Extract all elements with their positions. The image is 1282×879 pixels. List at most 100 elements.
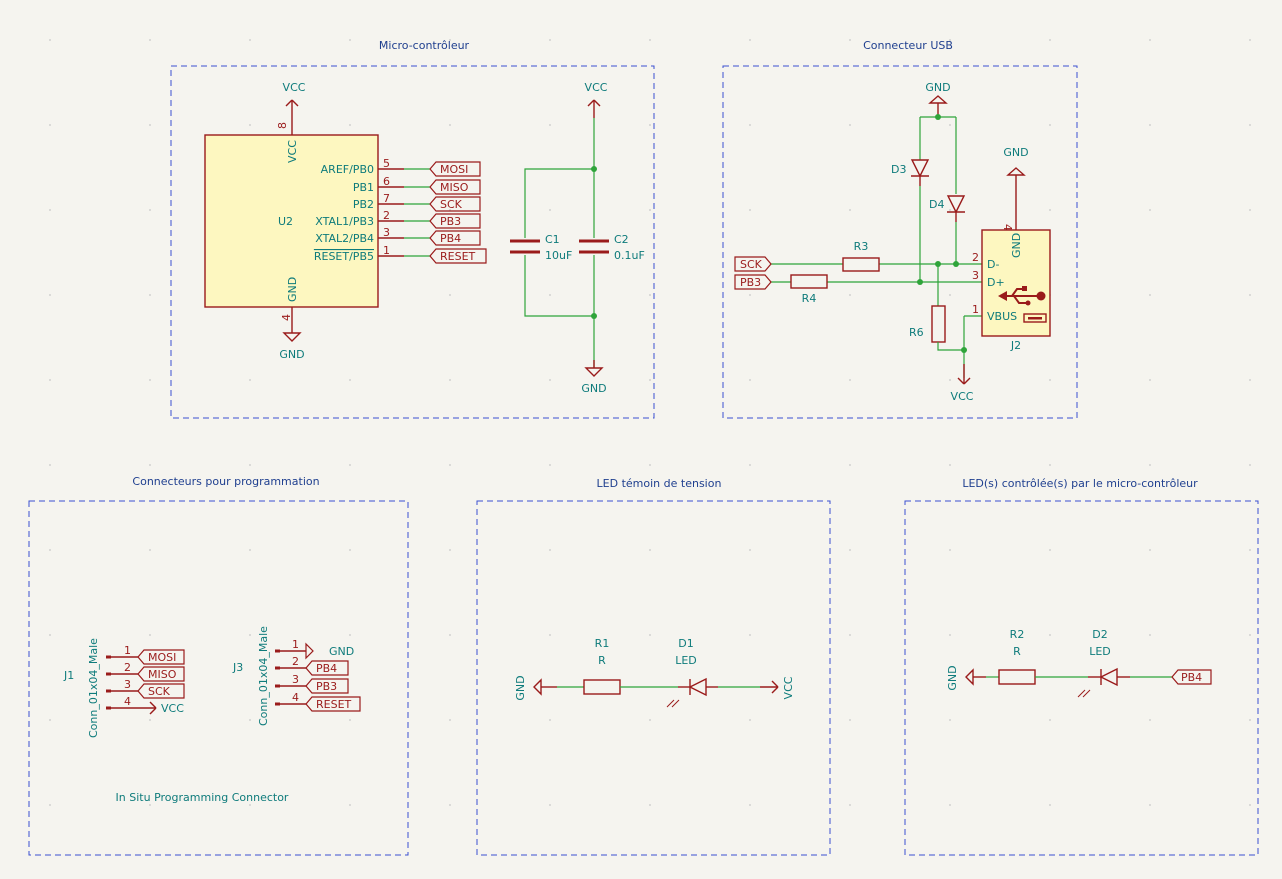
- svg-text:R: R: [598, 654, 606, 667]
- svg-text:VCC: VCC: [161, 702, 184, 715]
- mcu-vcc-pin-name: VCC: [286, 140, 299, 163]
- j3-ref: J3: [232, 661, 243, 674]
- svg-text:PB4: PB4: [1181, 671, 1202, 684]
- mcu-pin-num: 7: [383, 192, 390, 205]
- mcu-pin-4[interactable]: XTAL1/PB3 2 PB3: [315, 209, 481, 229]
- svg-text:3: 3: [124, 678, 131, 691]
- mcu-pin-num: 3: [383, 226, 390, 239]
- svg-text:3: 3: [292, 673, 299, 686]
- frame-prog: [28, 500, 409, 856]
- led-d2[interactable]: D2 LED: [1077, 628, 1130, 698]
- mcu-pin-name: XTAL1/PB3: [315, 215, 374, 228]
- diode-d4[interactable]: D4: [929, 195, 966, 222]
- title-led-power: LED témoin de tension: [597, 477, 722, 490]
- svg-text:PB3: PB3: [740, 276, 761, 289]
- resistor-r1[interactable]: R1 R: [583, 637, 621, 695]
- j1-ref: J1: [63, 669, 74, 682]
- prog-note: In Situ Programming Connector: [116, 791, 289, 804]
- mcu-pin-name: AREF/PB0: [321, 163, 374, 176]
- svg-text:R1: R1: [595, 637, 610, 650]
- svg-text:2: 2: [292, 655, 299, 668]
- d3-ref: D3: [891, 163, 906, 176]
- led-power-vcc: VCC: [782, 676, 795, 699]
- grid: [49, 39, 1251, 806]
- title-usb: Connecteur USB: [863, 39, 953, 52]
- j3-value: Conn_01x04_Male: [257, 626, 270, 726]
- c2-value: 0.1uF: [614, 249, 645, 262]
- frame-usb: [722, 65, 1078, 419]
- svg-text:PB3: PB3: [316, 680, 337, 693]
- usb-vcc-label: VCC: [951, 390, 974, 403]
- usb-connector-j2[interactable]: 2 D- 3 D+ 1 VBUS 4 GND J2: [972, 224, 1051, 352]
- j2-pin3-name: D+: [987, 276, 1005, 289]
- svg-text:MOSI: MOSI: [148, 651, 176, 664]
- j2-pin4-num: 4: [1001, 224, 1014, 231]
- mcu-gnd-label: GND: [279, 348, 304, 361]
- frame-led-mcu: [904, 500, 1259, 856]
- r4-ref: R4: [802, 292, 817, 305]
- decoupling-caps: VCC C1 10uF C2 0.1uF GND: [510, 81, 645, 395]
- j2-pin1-num: 1: [972, 303, 979, 316]
- label-pb4-led[interactable]: PB4: [1171, 669, 1212, 685]
- mcu-ref: U2: [278, 215, 293, 228]
- mcu-gnd-pin-num: 4: [280, 314, 293, 321]
- caps-vcc-label: VCC: [585, 81, 608, 94]
- frame-led-power: [476, 500, 831, 856]
- j2-pin2-num: 2: [972, 251, 979, 264]
- resistor-r2[interactable]: R2 R: [998, 628, 1036, 685]
- svg-text:1: 1: [292, 638, 299, 651]
- title-mcu: Micro-contrôleur: [379, 39, 470, 52]
- svg-text:D2: D2: [1092, 628, 1107, 641]
- svg-text:RESET: RESET: [440, 250, 476, 263]
- net-label-miso[interactable]: MISO: [429, 179, 481, 195]
- label-sck-usb[interactable]: SCK: [734, 256, 772, 272]
- j2-pin2-name: D-: [987, 258, 999, 271]
- led-d1[interactable]: D1 LED: [666, 637, 718, 708]
- c1-value: 10uF: [545, 249, 572, 262]
- svg-text:RESET: RESET: [316, 698, 352, 711]
- svg-text:D1: D1: [678, 637, 693, 650]
- svg-text:4: 4: [292, 691, 299, 704]
- resistor-r4[interactable]: R4: [790, 274, 828, 305]
- svg-text:2: 2: [124, 661, 131, 674]
- mcu-pin-3[interactable]: PB2 7 SCK: [353, 192, 481, 212]
- svg-text:R2: R2: [1010, 628, 1025, 641]
- label-pb3-usb[interactable]: PB3: [734, 274, 772, 290]
- resistor-r3[interactable]: R3: [842, 240, 880, 272]
- j2-ref: J2: [1010, 339, 1021, 352]
- resistor-r6[interactable]: R6: [909, 305, 946, 343]
- mcu-body: [204, 134, 379, 308]
- mcu-pin-name: PB2: [353, 198, 374, 211]
- svg-text:PB3: PB3: [440, 215, 461, 228]
- net-label-mosi[interactable]: MOSI: [429, 161, 481, 177]
- svg-text:SCK: SCK: [440, 198, 463, 211]
- svg-text:R: R: [1013, 645, 1021, 658]
- title-led-mcu: LED(s) contrôlée(s) par le micro-contrôl…: [962, 477, 1198, 490]
- net-label-pb3[interactable]: PB3: [429, 213, 481, 229]
- net-label-reset[interactable]: RESET: [429, 248, 487, 264]
- j1-value: Conn_01x04_Male: [87, 638, 100, 738]
- j2-pin4-name: GND: [1010, 233, 1023, 258]
- led-mcu-circuit: GND R2 R D2 LED PB4: [946, 628, 1212, 698]
- mcu-pin-num: 2: [383, 209, 390, 222]
- diode-d3[interactable]: D3: [891, 159, 930, 186]
- svg-text:MISO: MISO: [148, 668, 177, 681]
- net-label-sck[interactable]: SCK: [429, 196, 481, 212]
- net-label-pb4[interactable]: PB4: [429, 230, 481, 246]
- usb-gnd-conn-label: GND: [1003, 146, 1028, 159]
